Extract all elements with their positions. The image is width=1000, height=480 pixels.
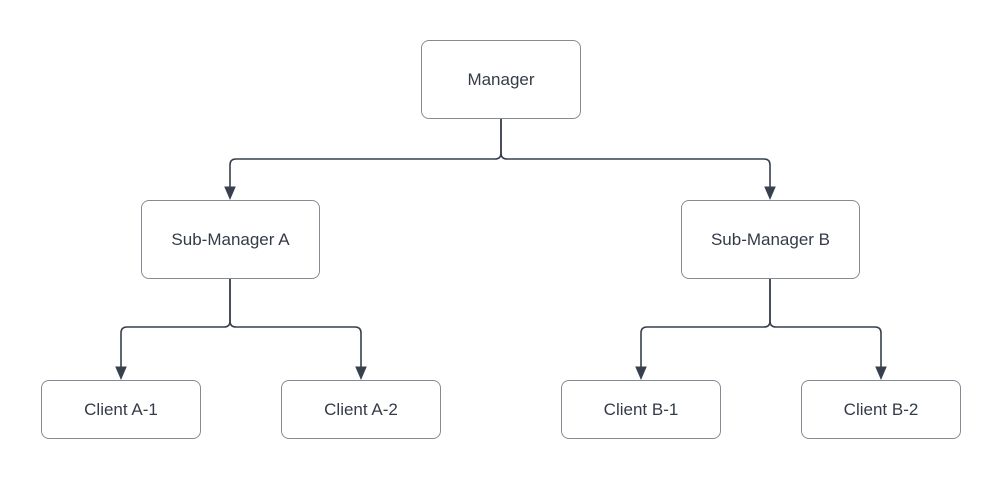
node-client-b2: Client B-2 [801,380,961,439]
node-client-b1: Client B-1 [561,380,721,439]
arrowhead-client-a2 [355,366,367,380]
edge-manager-to-sub-manager-b [500,119,771,187]
edge-sub-manager-a-to-client-a1 [120,279,231,367]
arrowhead-sub-manager-a [224,186,236,200]
node-client-a1: Client A-1 [41,380,201,439]
node-client-a2: Client A-2 [281,380,441,439]
node-manager: Manager [421,40,581,119]
node-sub-manager-b: Sub-Manager B [681,200,860,279]
arrowhead-client-a1 [115,366,127,380]
arrowhead-sub-manager-b [764,186,776,200]
edge-sub-manager-b-to-client-b1 [640,279,771,367]
node-sub-manager-a: Sub-Manager A [141,200,320,279]
edge-sub-manager-a-to-client-a2 [229,279,362,367]
edge-manager-to-sub-manager-a [229,119,502,187]
edge-sub-manager-b-to-client-b2 [769,279,882,367]
arrowhead-client-b2 [875,366,887,380]
arrowhead-client-b1 [635,366,647,380]
